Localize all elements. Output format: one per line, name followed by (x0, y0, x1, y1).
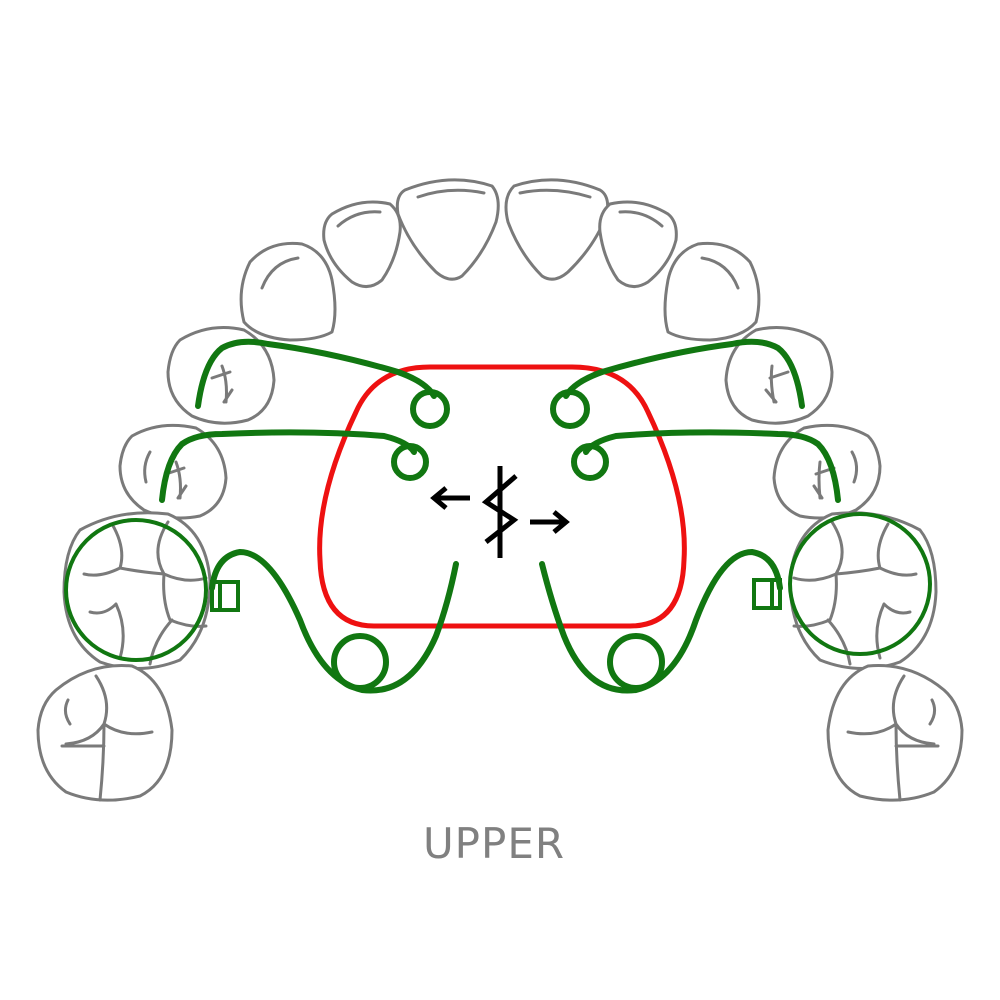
acrylic-plate (317, 364, 687, 629)
tooth-second-premolar-left (772, 423, 882, 520)
tooth-first-molar-right (62, 511, 212, 670)
tooth-canine-right (239, 241, 337, 342)
arch-label: UPPER (423, 819, 565, 868)
tooth-canine-left (663, 241, 761, 342)
clasp-loop-upper-right (410, 389, 450, 429)
plate-outline (317, 364, 687, 629)
upper-arch-teeth (36, 178, 964, 802)
clasp-second-premolar-right (159, 429, 417, 503)
tooth-first-premolar-right (166, 326, 276, 425)
clasp-second-premolar-left (583, 429, 841, 503)
expansion-screw-icon (481, 466, 519, 558)
arm-loop-left (539, 549, 783, 694)
tooth-second-premolar-right (118, 423, 228, 520)
clasp-first-premolar-right (195, 338, 437, 409)
arrow-left-icon (430, 486, 470, 510)
tooth-second-molar-right (36, 664, 174, 802)
molar-band-left (788, 512, 932, 656)
tooth-lateral-incisor-left (598, 200, 678, 288)
clasp-loop-lower-left (571, 443, 609, 481)
tooth-lateral-incisor-right (322, 200, 402, 288)
arm-loop-left-eye (607, 633, 665, 691)
tooth-central-incisor-left (504, 178, 610, 281)
wire-components (64, 338, 932, 694)
molar-band-right (64, 518, 208, 662)
buccal-tube-left (752, 578, 782, 610)
tooth-first-molar-left (788, 511, 938, 670)
clasp-first-premolar-left (563, 338, 805, 409)
buccal-tube-right (210, 580, 240, 612)
tooth-second-molar-left (826, 664, 964, 802)
tooth-central-incisor-right (395, 178, 500, 281)
arm-loop-right (209, 549, 459, 694)
arm-loop-right-eye (331, 633, 389, 691)
clasp-loop-lower-right (391, 443, 429, 481)
arrow-right-icon (530, 510, 570, 534)
tooth-first-premolar-left (724, 326, 834, 425)
clasp-loop-upper-left (550, 389, 590, 429)
